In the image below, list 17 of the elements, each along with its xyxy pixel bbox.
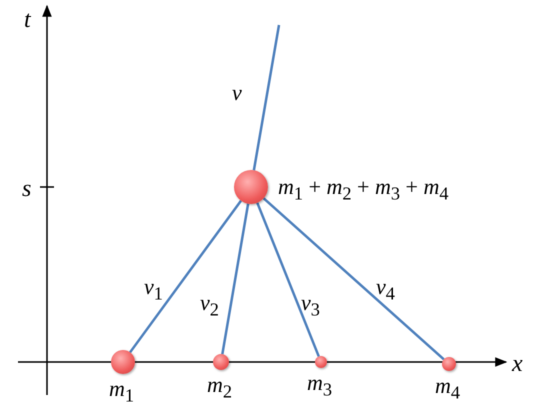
worldline <box>262 197 445 360</box>
mass-label: m$_{4}$ <box>435 375 460 402</box>
worldline <box>252 24 280 170</box>
edge-label: v$_{2}$ <box>200 292 219 319</box>
mass-label: m$_{2}$ <box>207 374 232 401</box>
tick-label: s <box>22 177 32 201</box>
mass-label: m$_{3}$ <box>307 372 332 399</box>
mass-label: m$_{1}$ + m$_{2}$ + m$_{3}$ + m$_{4}$ <box>278 176 449 203</box>
axis-label: t <box>24 8 31 32</box>
mass-label: m$_{1}$ <box>109 378 134 405</box>
edge-label: v$_{1}$ <box>144 276 163 303</box>
edge-label: v <box>232 82 242 104</box>
edge-label: v$_{3}$ <box>301 292 320 319</box>
worldline <box>221 204 250 354</box>
edge-label: v$_{4}$ <box>376 276 395 303</box>
axis-label: x <box>512 352 523 376</box>
worldline <box>256 202 320 357</box>
